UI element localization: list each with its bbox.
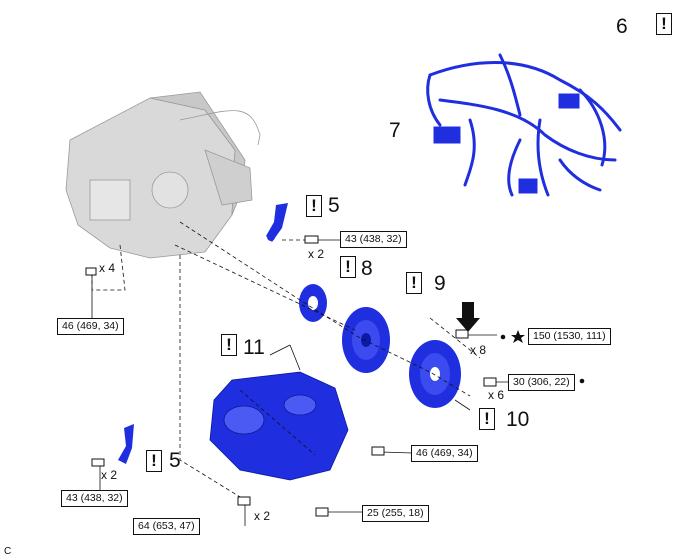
drive-plate-8 [299,284,327,322]
caution-icon: ! [306,195,322,217]
part-number-5-bottom: 5 [169,449,181,472]
star-icon [511,330,525,343]
dot-icon [579,378,585,384]
flywheel-10 [409,340,461,408]
bolt-icon [85,235,497,517]
quantity-x6: x 6 [488,388,505,402]
torque-spec-43-top: 43 (438, 32) [340,231,407,248]
part-number-9: 9 [434,272,446,295]
wire-harness-illustration [426,53,622,197]
quantity-x8: x 8 [470,343,487,357]
part-number-8: 8 [361,257,373,280]
caution-icon: ! [656,13,672,35]
caution-icon: ! [340,256,356,278]
torque-spec-46-left: 46 (469, 34) [57,318,124,335]
torque-spec-30: 30 (306, 22) [508,374,575,391]
torque-spec-64: 64 (653, 47) [133,518,200,535]
part-number-5-top: 5 [328,194,340,217]
caution-icon: ! [146,450,162,472]
torque-converter-9 [342,307,390,373]
torque-spec-43-bottom: 43 (438, 32) [61,490,128,507]
caution-icon: ! [221,334,237,356]
quantity-x4: x 4 [99,261,116,275]
torque-spec-46-right: 46 (469, 34) [411,445,478,462]
torque-spec-25: 25 (255, 18) [362,505,429,522]
quantity-x2-bottom: x 2 [101,468,118,482]
part-number-11: 11 [243,336,265,359]
caution-icon: ! [406,272,422,294]
arrow-icon [456,302,480,332]
engine-illustration [65,91,261,259]
part-number-6: 6 [616,15,628,38]
dot-icon [500,334,506,340]
quantity-x2-lower: x 2 [254,509,271,523]
quantity-x2-top: x 2 [308,247,325,261]
bracket-5-top [266,203,288,242]
figure-code: C [4,546,12,557]
part-number-10: 10 [506,408,530,431]
part-number-7: 7 [389,119,401,142]
bracket-5-bottom [118,424,134,464]
torque-spec-150: 150 (1530, 111) [528,328,611,345]
caution-icon: ! [479,408,495,430]
transaxle-11 [209,371,349,481]
